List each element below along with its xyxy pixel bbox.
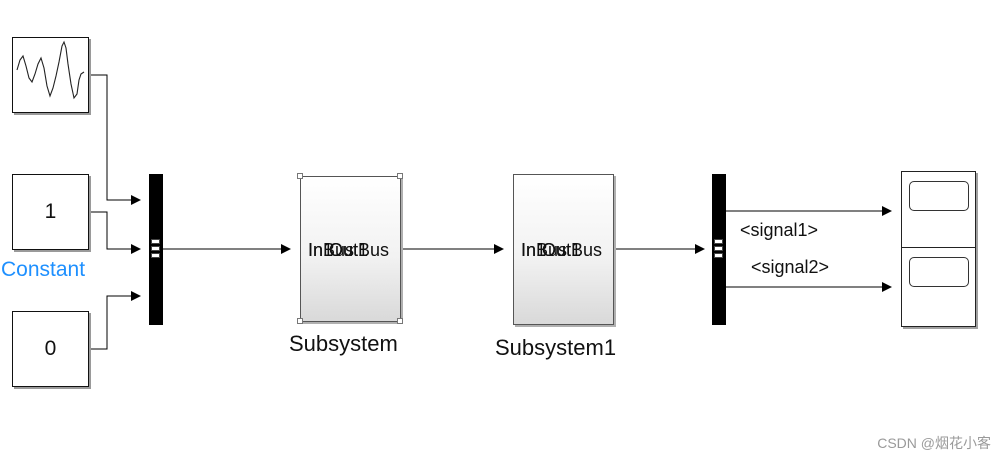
- subsystem1-in-bus-label: InBus: [521, 240, 568, 260]
- zero-constant-block[interactable]: 0: [12, 311, 89, 387]
- watermark: CSDN @烟花小客: [877, 435, 991, 451]
- bus-port-marker: [151, 253, 160, 258]
- constant-to-mux-line: [89, 211, 141, 254]
- signal-source-block[interactable]: [12, 37, 89, 113]
- bus-port-marker: [151, 239, 160, 244]
- signal1-label[interactable]: <signal1>: [740, 220, 819, 240]
- subsystem-block[interactable]: In1 InBus Out1 OutBus: [300, 176, 401, 322]
- scope-screen-icon: [909, 181, 969, 211]
- subsystem-out-port-label: Out1: [329, 240, 369, 260]
- subsystem-label[interactable]: Subsystem: [289, 331, 398, 356]
- bus-port-marker: [151, 246, 160, 251]
- zero-constant-value: 0: [44, 337, 57, 360]
- bus-port-marker: [714, 239, 723, 244]
- subsystem-in-port-label: In1: [308, 240, 334, 260]
- selection-handle[interactable]: [297, 318, 303, 324]
- subsystem1-in-port-label: In1: [521, 240, 547, 260]
- constant-block-label[interactable]: Constant: [1, 258, 86, 281]
- subsystem1-label[interactable]: Subsystem1: [495, 335, 617, 360]
- subsystem1-block[interactable]: In1 InBus Out1 OutBus: [513, 174, 614, 325]
- constant-block[interactable]: 1: [12, 174, 89, 250]
- zero-to-mux-line: [89, 291, 141, 350]
- selection-handle[interactable]: [297, 173, 303, 179]
- wave-to-mux-line: [89, 74, 141, 205]
- selection-handle[interactable]: [397, 173, 403, 179]
- constant-value: 1: [44, 200, 57, 223]
- subsystem1-out-bus-label: OutBus: [542, 240, 603, 260]
- bus-port-marker: [714, 253, 723, 258]
- scope2-block[interactable]: [901, 247, 976, 327]
- subsystem1-out-port-label: Out1: [542, 240, 582, 260]
- scope1-block[interactable]: [901, 171, 976, 250]
- subsystem-in-bus-label: InBus: [308, 240, 355, 260]
- subsystem-out-bus-label: OutBus: [329, 240, 390, 260]
- waveform-icon: [16, 40, 85, 100]
- signal2-label[interactable]: <signal2>: [751, 257, 830, 277]
- scope-screen-icon: [909, 257, 969, 287]
- bus-port-marker: [714, 246, 723, 251]
- selection-handle[interactable]: [397, 318, 403, 324]
